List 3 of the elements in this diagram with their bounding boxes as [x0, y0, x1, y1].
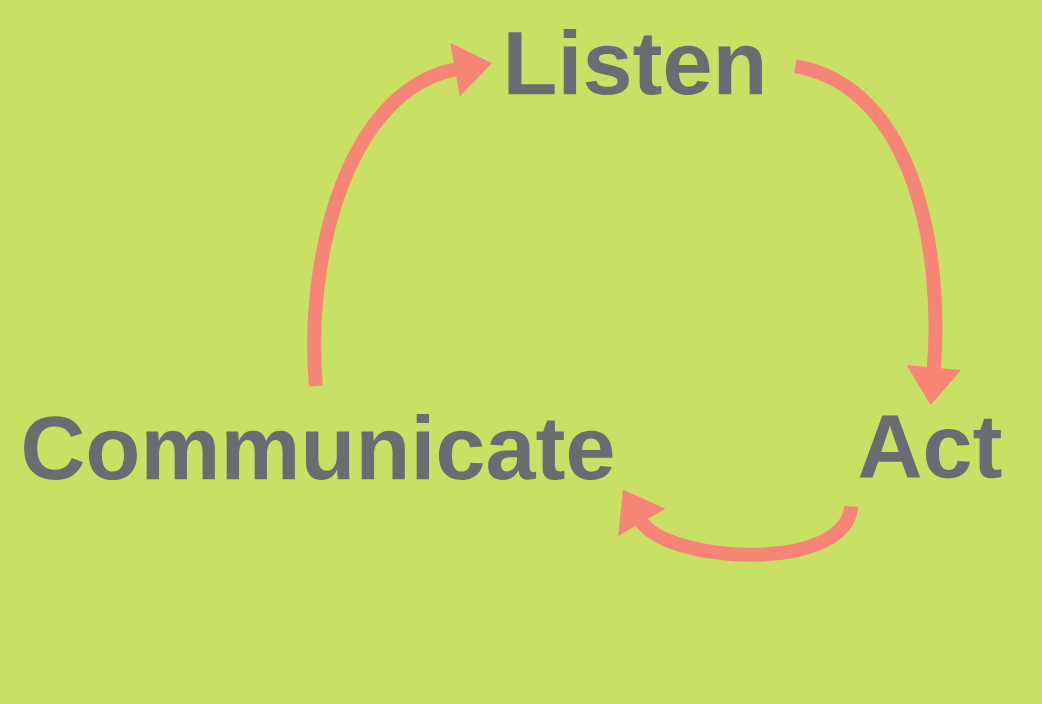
cycle-step-label: Act [859, 415, 1002, 479]
cycle-step-label: Listen [508, 28, 762, 96]
cycle-step-label: Communicate [24, 413, 613, 481]
